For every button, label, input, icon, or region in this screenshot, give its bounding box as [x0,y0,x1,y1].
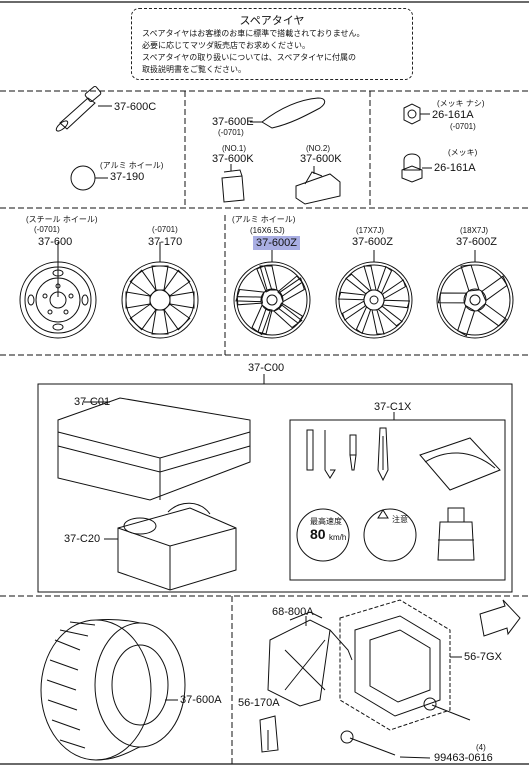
part-note-weight-e: (-0701) [218,128,244,137]
part-note-alloy18-size: (18X7J) [460,226,489,235]
part-label-alloy16[interactable]: 37-600Z [253,236,300,250]
notice-line: 必要に応じてマツダ販売店でお求めください。 [142,41,310,50]
part-label-kit-case[interactable]: 37-C01 [74,396,111,408]
wheel-cover-icon [121,242,199,339]
bolt-icon [340,697,471,759]
part-label-alloy17[interactable]: 37-600Z [352,236,393,248]
part-label-bolt[interactable]: 99463-0616 [434,752,493,764]
part-note-weight-no2: (NO.2) [306,144,330,153]
jack-handle-icon [259,715,279,753]
part-label-steel-wheel[interactable]: 37-600 [38,236,73,248]
part-label-spare-tire[interactable]: 37-600A [180,694,222,706]
wheel-weight-no1-icon [221,164,245,203]
part-note-nut-plain: (メッキ ナシ) [437,99,485,108]
part-note-alloy16-size: (16X6.5J) [250,226,285,235]
part-note-alloy-header: (アルミ ホイール) [232,215,296,224]
part-label-nut-plain[interactable]: 26-161A [432,109,474,121]
part-label-tool-set[interactable]: 37-C1X [374,401,412,413]
alloy-wheel-17-icon [335,250,413,339]
spare-tire-notice: スペアタイヤ スペアタイヤはお客様のお車に標準で搭載されておりません。 必要に応… [131,8,413,80]
repair-kit-frame [37,383,513,593]
part-label-jack[interactable]: 68-800A [272,606,314,618]
part-label-wheel-cover[interactable]: 37-170 [148,236,183,248]
sticker-speed-unit: km/h [329,533,347,542]
part-label-repair-kit[interactable]: 37-C00 [248,362,285,374]
sealant-bottle-icon [437,507,475,561]
part-note-alloy17-size: (17X7J) [356,226,385,235]
front-arrow-icon [479,599,521,637]
part-label-compressor[interactable]: 37-C20 [64,533,101,545]
wheel-weight-e-icon [250,97,326,129]
part-note-weight-no1: (NO.1) [222,144,246,153]
sticker-caution-head: 注意 [392,515,408,524]
part-label-weight-no1[interactable]: 37-600K [212,153,254,165]
part-note-nut-chrome: (メッキ) [448,148,478,157]
speed-sticker-icon [296,508,350,562]
lug-nut-chrome-icon [401,153,432,183]
part-note-steel-header: (スチール ホイール) [26,215,98,224]
part-label-nut-chrome[interactable]: 26-161A [434,162,476,174]
notice-line: 取扱説明書をご覧ください。 [142,65,246,74]
part-label-tool-tray[interactable]: 56-7GX [464,651,502,663]
alloy-wheel-18-icon [436,250,514,339]
sealant-patch-icon [419,437,501,491]
tool-tray-icon [339,599,462,731]
center-cap-icon [70,165,108,191]
part-label-jack-handle[interactable]: 56-170A [238,697,280,709]
part-note-nut-plain-date: (-0701) [450,122,476,131]
valve-stem-icon [55,85,112,132]
part-label-cap[interactable]: 37-190 [110,171,145,183]
part-label-weight-e[interactable]: 37-600E [212,116,254,128]
spare-tire-icon [40,618,186,761]
part-label-weight-no2[interactable]: 37-600K [300,153,342,165]
car-jack-icon [267,611,353,707]
part-note-steel-date: (-0701) [34,225,60,234]
kit-case-icon [57,397,251,501]
part-note-bolt-qty: (4) [476,743,486,752]
wheel-weight-no2-icon [295,166,341,205]
alloy-wheel-16-icon [233,250,311,339]
caution-sticker-icon [363,508,417,562]
notice-line: スペアタイヤはお客様のお車に標準で搭載されておりません。 [142,29,365,38]
part-label-alloy18[interactable]: 37-600Z [456,236,497,248]
lug-nut-plain-icon [403,103,430,125]
tool-set-frame [289,419,506,581]
part-label-valve[interactable]: 37-600C [114,101,157,113]
steel-wheel-icon [19,242,97,339]
sticker-speed-text: 最高速度 [310,517,342,526]
part-note-cap: (アルミ ホイール) [100,161,164,170]
notice-line: スペアタイヤの取り扱いについては、スペアタイヤに付属の [142,53,356,62]
part-note-cover-date: (-0701) [152,225,178,234]
sticker-speed-value: 80 [310,526,326,542]
notice-title: スペアタイヤ [239,15,305,27]
compressor-icon [104,502,237,591]
valve-tools-icon [306,427,389,482]
